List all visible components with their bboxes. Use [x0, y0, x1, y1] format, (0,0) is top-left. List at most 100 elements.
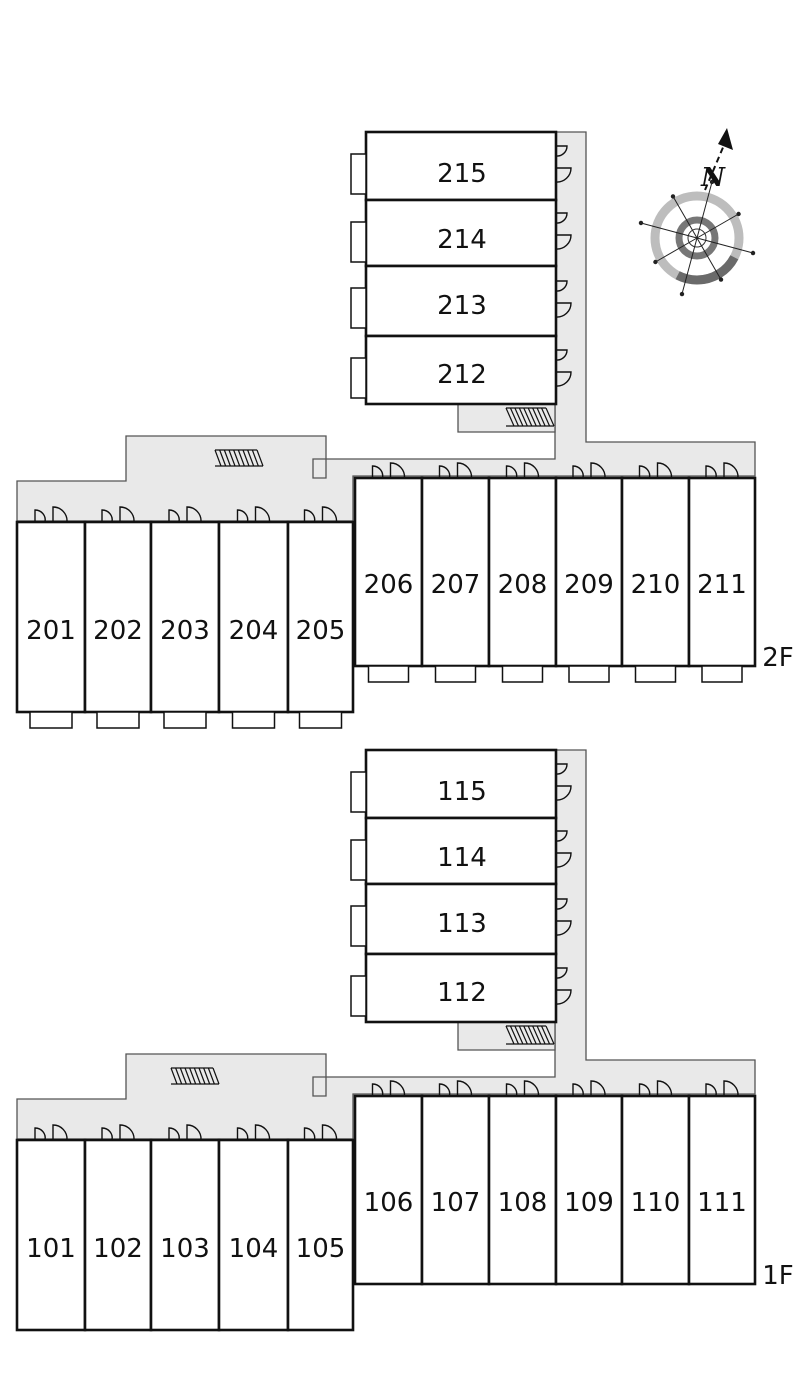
unit-label: 206: [364, 570, 414, 600]
unit-label: 204: [229, 616, 279, 646]
unit-203: 203: [149, 520, 221, 714]
door-icon: [555, 898, 572, 936]
door-icon: [303, 1124, 338, 1141]
unit-101: 101: [15, 1138, 87, 1332]
unit-213: 213: [364, 264, 558, 338]
unit-112: 112: [364, 952, 558, 1024]
stair-icon: [170, 1067, 220, 1085]
unit-103: 103: [149, 1138, 221, 1332]
unit-208: 208: [487, 476, 558, 668]
door-icon: [236, 1124, 271, 1141]
corridor: [16, 131, 756, 522]
door-icon: [371, 1080, 406, 1097]
unit-label: 213: [437, 291, 487, 321]
stair-icon: [505, 1025, 555, 1045]
unit-label: 101: [26, 1234, 76, 1264]
unit-label: 201: [26, 616, 76, 646]
unit-label: 203: [160, 616, 210, 646]
unit-108: 108: [487, 1094, 558, 1286]
unit-label: 110: [631, 1188, 681, 1218]
balcony: [701, 665, 743, 683]
unit-207: 207: [420, 476, 491, 668]
unit-label: 104: [229, 1234, 279, 1264]
unit-label: 106: [364, 1188, 414, 1218]
door-icon: [638, 462, 673, 479]
balcony: [163, 711, 207, 729]
unit-115: 115: [364, 748, 558, 820]
unit-label: 211: [697, 570, 747, 600]
unit-label: 108: [498, 1188, 548, 1218]
balcony: [350, 839, 367, 881]
door-icon: [572, 1080, 606, 1097]
stair-icon: [214, 449, 264, 467]
unit-215: 215: [364, 130, 558, 202]
balcony: [350, 221, 367, 263]
unit-label: 212: [437, 360, 487, 390]
unit-212: 212: [364, 334, 558, 406]
door-icon: [438, 1080, 473, 1097]
balcony: [350, 975, 367, 1017]
balcony: [231, 711, 276, 729]
unit-105: 105: [286, 1138, 355, 1332]
door-icon: [101, 506, 135, 523]
floor-label: 1F: [762, 1261, 794, 1291]
door-icon: [168, 1124, 202, 1141]
balcony: [350, 905, 367, 947]
door-icon: [555, 212, 572, 250]
unit-109: 109: [554, 1094, 624, 1286]
balcony: [350, 153, 367, 195]
door-icon: [505, 462, 540, 479]
north-label: N: [700, 163, 726, 193]
balcony: [634, 665, 677, 683]
stair-landing: [457, 405, 556, 433]
door-icon: [34, 506, 68, 523]
balcony: [29, 711, 73, 729]
corridor: [16, 749, 756, 1140]
unit-label: 102: [93, 1234, 143, 1264]
balcony: [350, 771, 367, 813]
unit-107: 107: [420, 1094, 491, 1286]
door-icon: [638, 1080, 673, 1097]
balcony: [501, 665, 544, 683]
door-icon: [555, 349, 572, 387]
stair-icon: [505, 407, 555, 427]
balcony: [350, 287, 367, 329]
unit-label: 103: [160, 1234, 210, 1264]
door-icon: [705, 1080, 739, 1097]
unit-label: 112: [437, 978, 487, 1008]
unit-202: 202: [83, 520, 153, 714]
unit-label: 107: [431, 1188, 481, 1218]
unit-label: 215: [437, 159, 487, 189]
door-icon: [555, 763, 572, 801]
unit-206: 206: [353, 476, 424, 668]
unit-110: 110: [620, 1094, 691, 1286]
unit-label: 114: [437, 843, 487, 873]
unit-label: 207: [431, 570, 481, 600]
balcony: [367, 665, 410, 683]
unit-label: 208: [498, 570, 548, 600]
door-icon: [572, 462, 606, 479]
unit-114: 114: [364, 816, 558, 886]
unit-204: 204: [217, 520, 290, 714]
unit-201: 201: [15, 520, 87, 714]
door-icon: [168, 506, 202, 523]
unit-106: 106: [353, 1094, 424, 1286]
balcony: [434, 665, 477, 683]
unit-102: 102: [83, 1138, 153, 1332]
floor-label: 2F: [762, 643, 794, 673]
unit-111: 111: [687, 1094, 757, 1286]
door-icon: [101, 1124, 135, 1141]
balcony: [96, 711, 140, 729]
unit-209: 209: [554, 476, 624, 668]
door-icon: [555, 145, 572, 183]
door-icon: [303, 506, 338, 523]
unit-label: 209: [564, 570, 614, 600]
unit-label: 202: [93, 616, 143, 646]
unit-205: 205: [286, 520, 355, 714]
balcony: [298, 711, 343, 729]
unit-214: 214: [364, 198, 558, 268]
stair-landing: [457, 1023, 556, 1051]
